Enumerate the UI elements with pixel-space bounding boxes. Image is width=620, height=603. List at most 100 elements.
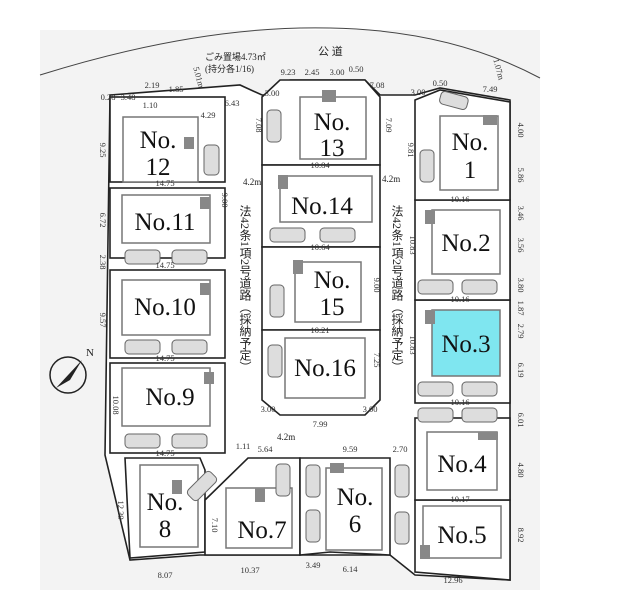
svg-text:8.07: 8.07: [158, 570, 173, 580]
svg-text:9.59: 9.59: [343, 444, 358, 454]
lot-label: No.: [314, 267, 351, 294]
svg-text:10.37: 10.37: [240, 565, 259, 575]
svg-text:7.10: 7.10: [210, 518, 220, 533]
lot-label: No.: [337, 484, 374, 511]
svg-text:3.00: 3.00: [363, 404, 378, 414]
svg-text:12.39: 12.39: [116, 500, 126, 519]
svg-text:0.50: 0.50: [433, 78, 448, 88]
lot-3[interactable]: No.3: [414, 299, 511, 404]
lot-12[interactable]: No.12: [109, 96, 226, 183]
svg-text:3.00: 3.00: [265, 88, 280, 98]
lot-8[interactable]: No.8: [124, 457, 206, 559]
lot-1[interactable]: No.1: [414, 89, 511, 201]
lot-label: 6: [349, 511, 362, 538]
svg-text:2.70: 2.70: [393, 444, 408, 454]
garbage-area-label: ごみ置場4.73㎡: [205, 51, 266, 62]
lot-label: 13: [320, 135, 345, 162]
lot-label: No.9: [145, 384, 194, 411]
lot-13[interactable]: No.13: [261, 79, 381, 166]
svg-text:7.08: 7.08: [370, 80, 385, 90]
svg-text:6.01: 6.01: [516, 413, 526, 428]
svg-text:7.08: 7.08: [254, 118, 264, 133]
svg-text:10.08: 10.08: [111, 395, 121, 414]
lot-label: 1: [464, 157, 477, 184]
svg-text:14.75: 14.75: [155, 448, 174, 458]
lot-label: No.2: [441, 230, 490, 257]
svg-text:4.29: 4.29: [201, 110, 216, 120]
lot-10[interactable]: No.10: [109, 269, 226, 359]
lot-label: No.7: [237, 517, 286, 544]
public-road-label: 公 道: [318, 44, 343, 58]
svg-text:6.14: 6.14: [343, 564, 359, 574]
lot-label: No.: [452, 129, 489, 156]
svg-text:10.16: 10.16: [450, 194, 469, 204]
lot-14[interactable]: No.14: [261, 164, 381, 248]
highlighted-house: [431, 309, 501, 377]
lot-9[interactable]: No.9: [109, 362, 226, 454]
lot-label: No.3: [441, 331, 490, 358]
svg-text:6.43: 6.43: [225, 98, 240, 108]
svg-text:3.46: 3.46: [516, 206, 526, 221]
lot-label: No.: [314, 109, 351, 136]
lot-11[interactable]: No.11: [109, 187, 226, 265]
road-type-label: 法42条1項2号道路（採納予定）: [390, 205, 404, 373]
svg-text:14.75: 14.75: [155, 260, 174, 270]
svg-text:1.87: 1.87: [516, 301, 526, 316]
svg-text:5.86: 5.86: [516, 168, 526, 183]
svg-text:1.11: 1.11: [236, 441, 251, 451]
lot-label: No.10: [134, 294, 196, 321]
lot-label: 15: [320, 294, 345, 321]
svg-text:7.49: 7.49: [483, 84, 498, 94]
svg-text:10.21: 10.21: [310, 325, 329, 335]
lot-label: No.14: [291, 193, 353, 220]
svg-text:10.16: 10.16: [450, 397, 469, 407]
svg-text:1.10: 1.10: [143, 100, 158, 110]
svg-text:2.45: 2.45: [305, 67, 320, 77]
lot-label: No.4: [437, 451, 487, 478]
dimension-labels: 5.01m 0.28 3.48 2.19 1.85 1.10 4.29 6.43…: [98, 58, 526, 585]
svg-text:2.38: 2.38: [98, 255, 108, 270]
lot-16[interactable]: No.16: [261, 329, 381, 416]
lot-6[interactable]: No.6: [299, 457, 391, 556]
lot-4[interactable]: No.4: [414, 407, 511, 501]
svg-text:10.17: 10.17: [450, 494, 469, 504]
svg-text:3.00: 3.00: [411, 87, 426, 97]
svg-text:14.75: 14.75: [155, 178, 174, 188]
svg-text:5.64: 5.64: [258, 444, 274, 454]
svg-text:9.00: 9.00: [372, 278, 382, 293]
svg-text:3.80: 3.80: [516, 278, 526, 293]
lot-label: No.: [147, 489, 184, 516]
road-width-label: 4.2m: [243, 177, 261, 187]
svg-text:10.83: 10.83: [408, 335, 418, 354]
road-width-label: 4.2m: [277, 432, 295, 442]
svg-text:3.00: 3.00: [261, 404, 276, 414]
road-width-label: 4.2m: [382, 174, 400, 184]
svg-text:7.09: 7.09: [384, 118, 394, 133]
svg-text:4.00: 4.00: [516, 123, 526, 138]
svg-text:10.16: 10.16: [450, 294, 469, 304]
svg-text:7.25: 7.25: [372, 353, 382, 368]
svg-text:10.64: 10.64: [310, 242, 330, 252]
svg-text:9.23: 9.23: [281, 67, 296, 77]
svg-text:3.56: 3.56: [516, 238, 526, 253]
svg-text:6.72: 6.72: [98, 213, 108, 228]
svg-text:2.79: 2.79: [516, 324, 526, 339]
svg-text:10.84: 10.84: [310, 160, 330, 170]
svg-text:9.57: 9.57: [98, 313, 108, 328]
svg-text:3.48: 3.48: [121, 92, 136, 102]
road-type-label: 法42条1項2号道路（採納予定）: [238, 205, 252, 373]
lot-2[interactable]: No.2: [414, 199, 511, 301]
svg-text:1.85: 1.85: [169, 84, 184, 94]
lot-7[interactable]: No.7: [186, 457, 301, 556]
lot-label: No.: [140, 127, 177, 154]
lot-5[interactable]: No.5: [394, 464, 511, 581]
svg-text:8.92: 8.92: [516, 528, 526, 543]
svg-text:4.80: 4.80: [516, 463, 526, 478]
svg-text:N: N: [86, 347, 94, 359]
svg-text:0.50: 0.50: [349, 64, 364, 74]
svg-text:3.49: 3.49: [306, 560, 321, 570]
lot-15[interactable]: No.15: [261, 246, 381, 331]
svg-text:6.19: 6.19: [516, 363, 526, 378]
